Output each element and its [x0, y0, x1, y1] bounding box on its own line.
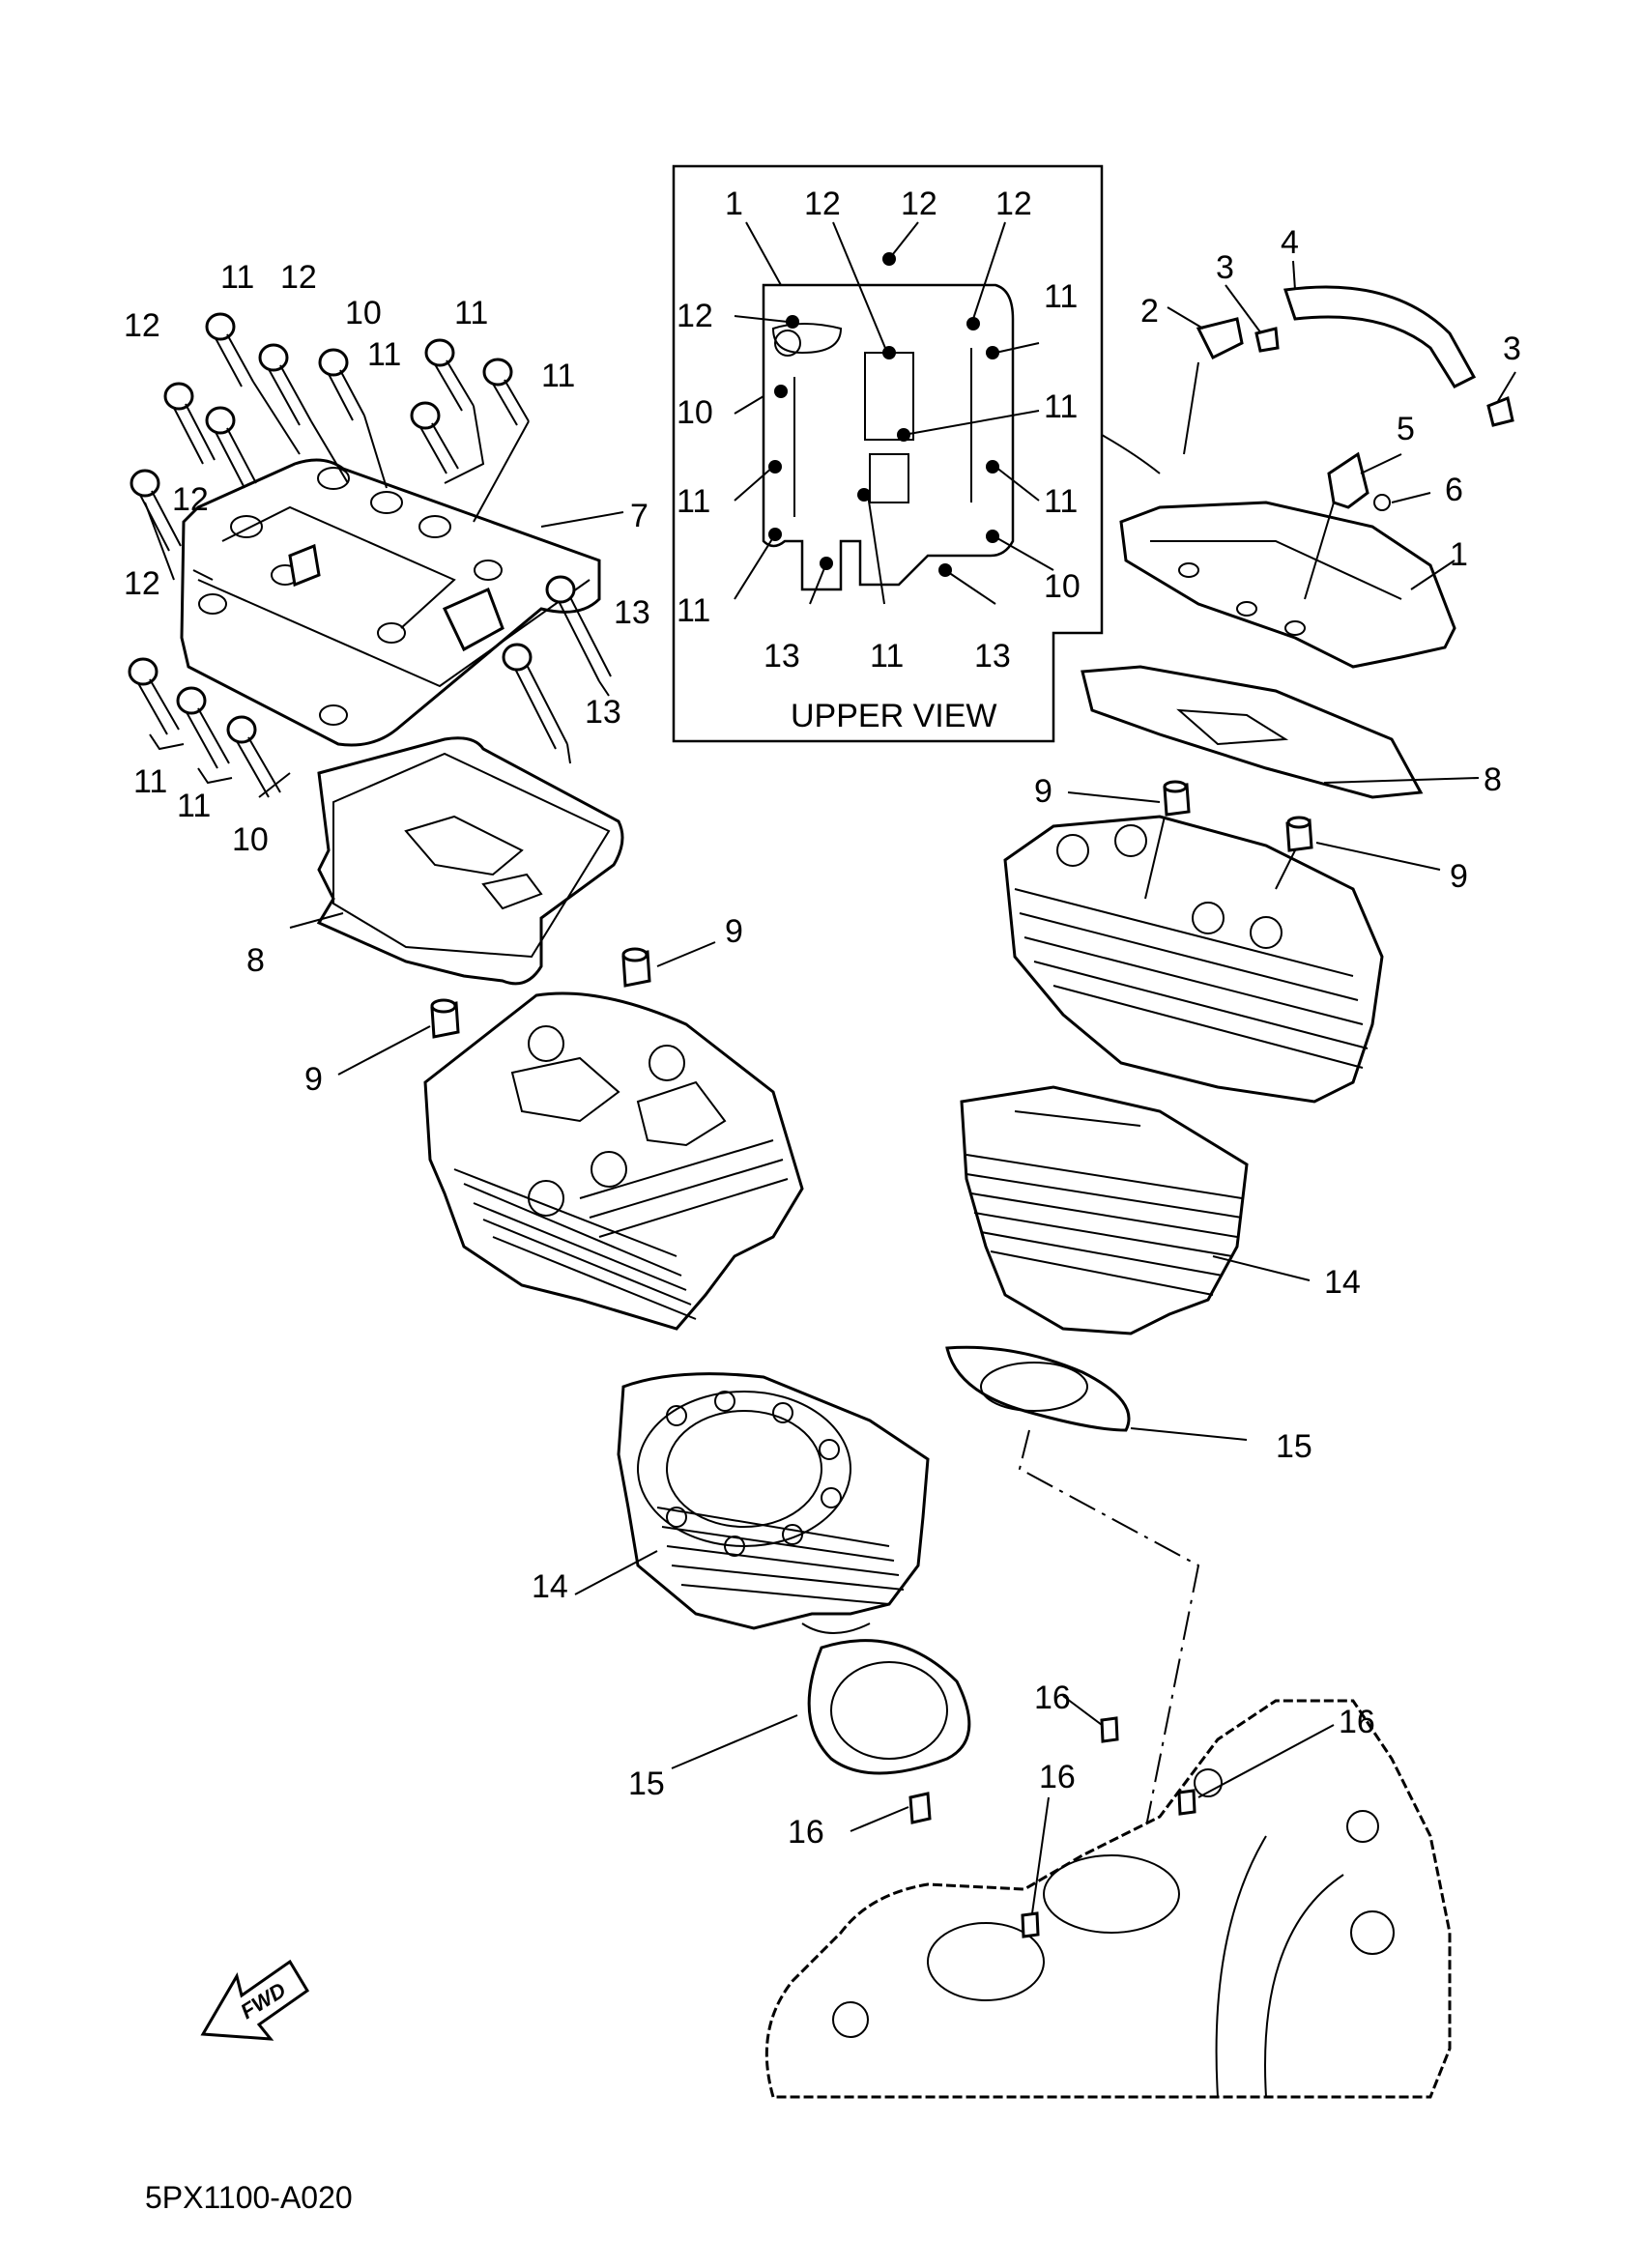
breather-fittings	[1167, 260, 1516, 600]
svg-text:15: 15	[1276, 1428, 1312, 1465]
svg-text:8: 8	[246, 942, 265, 979]
svg-text:9: 9	[1034, 773, 1052, 810]
svg-text:11: 11	[1044, 278, 1078, 315]
crankcase-dowels	[850, 1695, 1335, 1938]
svg-text:14: 14	[1324, 1264, 1361, 1301]
svg-text:9: 9	[304, 1061, 323, 1098]
svg-text:14: 14	[532, 1568, 568, 1605]
cover-upper-view-outline	[762, 283, 1015, 591]
svg-text:11: 11	[870, 638, 904, 675]
svg-text:2: 2	[1140, 293, 1159, 330]
svg-text:11: 11	[541, 358, 575, 394]
left-bolts	[128, 312, 624, 798]
svg-text:11: 11	[677, 483, 710, 520]
left-rocker-cover	[180, 458, 601, 747]
alignment-line	[1018, 1429, 1200, 1953]
svg-text:10: 10	[345, 295, 382, 331]
svg-text:12: 12	[995, 186, 1032, 222]
upper-view-label: UPPER VIEW	[791, 698, 996, 734]
svg-text:10: 10	[232, 821, 269, 858]
svg-text:16: 16	[1339, 1704, 1375, 1740]
svg-text:11: 11	[1044, 483, 1078, 520]
left-base-gasket	[671, 1639, 971, 1775]
left-gasket	[289, 736, 624, 986]
svg-text:7: 7	[630, 498, 649, 534]
svg-text:13: 13	[764, 638, 800, 675]
svg-text:9: 9	[725, 913, 743, 950]
svg-text:13: 13	[585, 694, 621, 731]
svg-text:12: 12	[124, 307, 160, 344]
svg-text:11: 11	[677, 592, 710, 629]
svg-text:11: 11	[133, 763, 167, 800]
svg-text:10: 10	[1044, 568, 1081, 605]
svg-text:11: 11	[1044, 388, 1078, 425]
right-cylinder-head	[1003, 815, 1384, 1104]
upper-view-inset	[672, 164, 1104, 743]
svg-text:12: 12	[677, 298, 713, 334]
right-gasket	[1081, 665, 1480, 799]
svg-text:13: 13	[614, 594, 650, 631]
svg-text:5: 5	[1397, 411, 1415, 447]
bolt-icon	[128, 312, 612, 798]
svg-text:11: 11	[177, 788, 211, 824]
svg-text:11: 11	[367, 336, 401, 373]
svg-text:15: 15	[628, 1766, 665, 1802]
crankcase	[764, 1699, 1452, 2099]
svg-text:13: 13	[974, 638, 1011, 675]
svg-text:11: 11	[454, 295, 488, 331]
callout-labels: 1 12 12 12 12 11 10 11 11 11 10 11 13 11…	[124, 186, 1521, 2215]
left-dowels	[337, 941, 716, 1076]
svg-text:16: 16	[788, 1814, 824, 1851]
left-cylinder-head	[423, 991, 804, 1331]
svg-text:3: 3	[1503, 330, 1521, 367]
svg-text:3: 3	[1216, 249, 1234, 286]
svg-text:12: 12	[804, 186, 841, 222]
right-rocker-cover	[1101, 434, 1456, 669]
svg-text:9: 9	[1450, 858, 1468, 895]
right-base-gasket	[945, 1345, 1248, 1441]
svg-text:1: 1	[1450, 536, 1468, 573]
svg-text:12: 12	[901, 186, 937, 222]
inset-bolt-dots	[768, 252, 999, 577]
svg-text:11: 11	[220, 259, 254, 296]
svg-text:6: 6	[1445, 472, 1463, 508]
svg-text:8: 8	[1484, 761, 1502, 798]
svg-text:12: 12	[280, 259, 317, 296]
svg-text:1: 1	[725, 186, 743, 222]
svg-text:16: 16	[1034, 1679, 1071, 1716]
svg-text:12: 12	[172, 481, 209, 518]
right-dowels	[1067, 780, 1441, 871]
figure-code: 5PX1100-A020	[145, 2180, 353, 2215]
svg-text:10: 10	[677, 394, 713, 431]
right-cylinder	[960, 1085, 1311, 1335]
svg-text:16: 16	[1039, 1759, 1076, 1795]
svg-text:4: 4	[1281, 224, 1299, 261]
fwd-arrow-icon: FWD	[200, 1959, 310, 2041]
svg-text:12: 12	[124, 565, 160, 602]
left-cylinder	[574, 1372, 930, 1634]
